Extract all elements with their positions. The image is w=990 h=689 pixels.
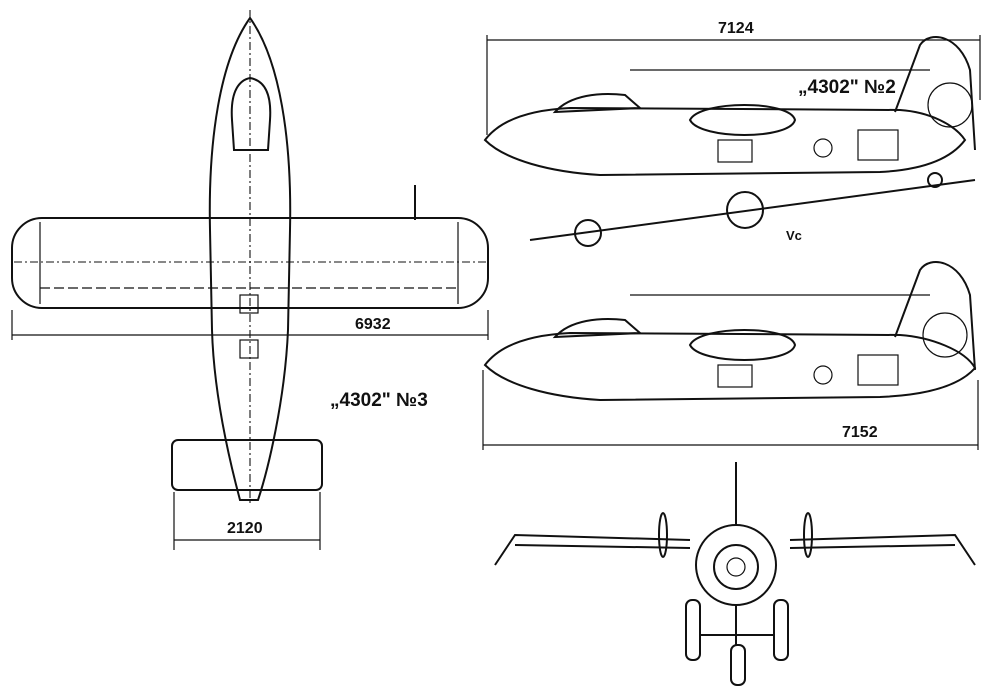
side-view-1 xyxy=(483,35,981,247)
designation-variant-3: „4302" №3 xyxy=(330,390,428,411)
front-view xyxy=(494,462,976,686)
landing-speed-mark: Vc xyxy=(786,228,802,243)
designation-variant-2: „4302" №2 xyxy=(798,77,896,98)
dimension-length-bottom: 7152 xyxy=(842,424,878,441)
dimension-length-top: 7124 xyxy=(718,20,754,37)
dimension-wingspan: 6932 xyxy=(355,316,391,333)
dimension-tailplane-span: 2120 xyxy=(227,520,263,537)
side-view-2 xyxy=(482,261,979,450)
top-view xyxy=(11,10,489,550)
